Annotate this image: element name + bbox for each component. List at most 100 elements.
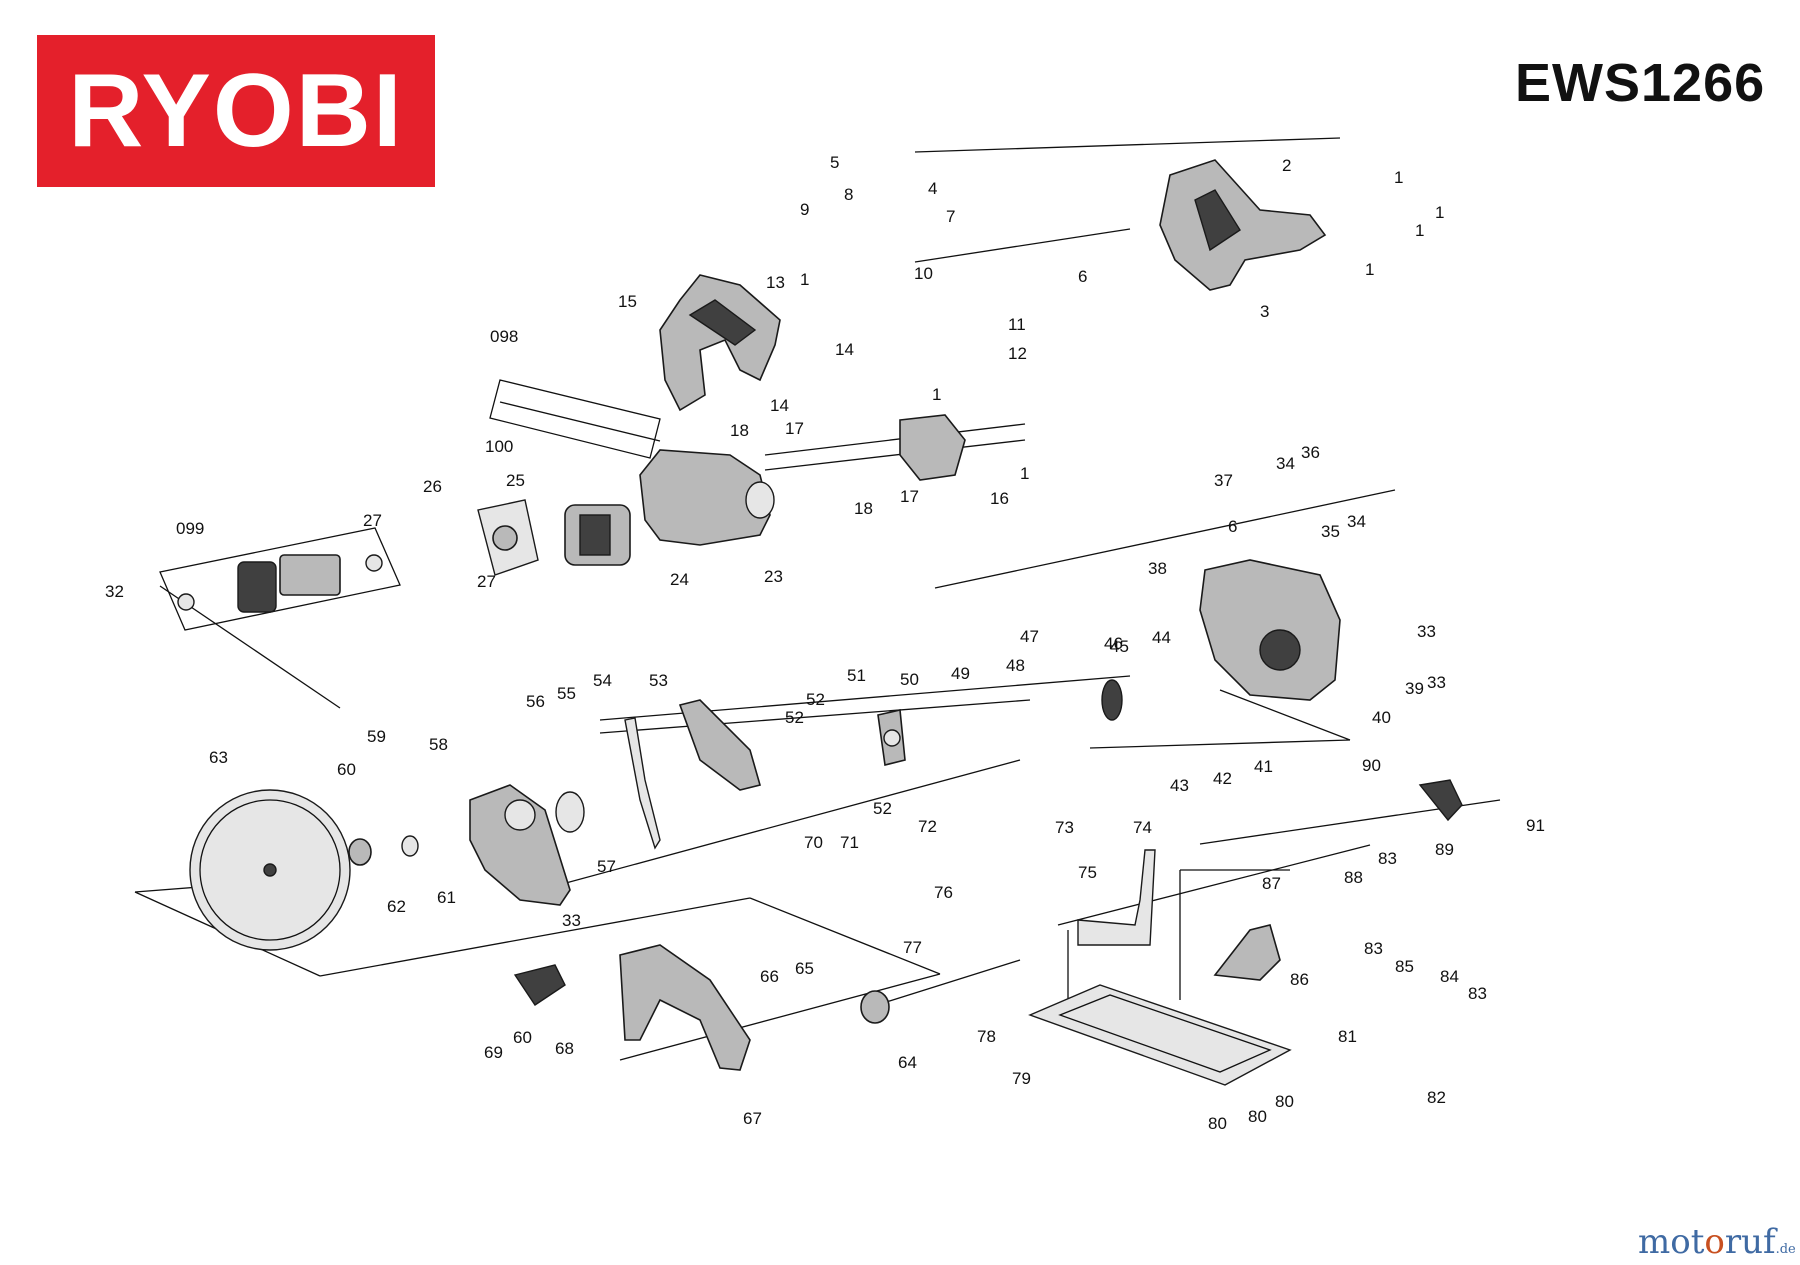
model-number: EWS1266 — [1515, 53, 1766, 113]
washers — [348, 791, 890, 1024]
part-number-label: 71 — [840, 833, 859, 852]
part-number-label: 60 — [513, 1028, 532, 1047]
stator-part — [564, 504, 631, 566]
part-number-label: 27 — [363, 511, 382, 530]
part-number-label: 62 — [387, 897, 406, 916]
part-number-label: 80 — [1208, 1114, 1227, 1133]
part-number-label: 14 — [835, 340, 854, 359]
part-number-label: 18 — [730, 421, 749, 440]
part-number-label: 50 — [900, 670, 919, 689]
part-number-label: 40 — [1372, 708, 1391, 727]
part-number-label: 49 — [951, 664, 970, 683]
part-number-label: 36 — [1301, 443, 1320, 462]
part-number-label: 69 — [484, 1043, 503, 1062]
part-number-label: 55 — [557, 684, 576, 703]
part-number-label: 1 — [1020, 464, 1029, 483]
part-number-label: 4 — [928, 179, 937, 198]
part-number-label: 098 — [490, 327, 518, 346]
part-number-label: 74 — [1133, 818, 1152, 837]
part-number-label: 17 — [900, 487, 919, 506]
bearing-plate-part — [477, 499, 539, 576]
part-number-label: 85 — [1395, 957, 1414, 976]
part-number-label: 63 — [209, 748, 228, 767]
part-number-label: 58 — [429, 735, 448, 754]
part-number-label: 46 — [1104, 634, 1123, 653]
part-number-label: 43 — [1170, 776, 1189, 795]
part-number-label: 91 — [1526, 816, 1545, 835]
rear-housing-part — [1159, 159, 1327, 291]
part-number-label: 9 — [800, 200, 809, 219]
part-number-label: 2 — [1282, 156, 1291, 175]
part-number-label: 87 — [1262, 874, 1281, 893]
part-number-label: 17 — [785, 419, 804, 438]
part-number-label: 13 — [766, 273, 785, 292]
brush-cover-part — [899, 414, 966, 481]
part-number-label: 38 — [1148, 559, 1167, 578]
part-number-label: 66 — [760, 967, 779, 986]
part-number-label: 41 — [1254, 757, 1273, 776]
part-number-label: 33 — [1417, 622, 1436, 641]
saw-blade-part — [189, 789, 351, 951]
part-number-label: 61 — [437, 888, 456, 907]
gear-housing-part — [1199, 559, 1341, 701]
part-number-label: 16 — [990, 489, 1009, 508]
part-number-label: 1 — [1365, 260, 1374, 279]
part-number-label: 39 — [1405, 679, 1424, 698]
part-number-label: 15 — [618, 292, 637, 311]
part-number-label: 26 — [423, 477, 442, 496]
part-number-label: 100 — [485, 437, 513, 456]
part-number-label: 18 — [854, 499, 873, 518]
part-number-label: 60 — [337, 760, 356, 779]
part-number-label: 82 — [1427, 1088, 1446, 1107]
part-number-label: 52 — [806, 690, 825, 709]
part-number-label: 6 — [1078, 267, 1087, 286]
part-number-label: 52 — [785, 708, 804, 727]
angle-bracket-part — [1077, 849, 1156, 946]
brand-name: RYOBI — [68, 53, 404, 169]
part-number-label: 64 — [898, 1053, 917, 1072]
part-number-label: 56 — [526, 692, 545, 711]
part-number-label: 83 — [1364, 939, 1383, 958]
part-number-label: 72 — [918, 817, 937, 836]
armature-part — [177, 554, 383, 613]
part-number-label: 1 — [800, 270, 809, 289]
part-number-label: 78 — [977, 1027, 996, 1046]
part-number-label: 65 — [795, 959, 814, 978]
part-number-label: 76 — [934, 883, 953, 902]
part-number-label: 11 — [1008, 315, 1026, 334]
part-number-label: 42 — [1213, 769, 1232, 788]
part-number-label: 53 — [649, 671, 668, 690]
part-number-label: 33 — [562, 911, 581, 930]
part-number-label: 10 — [914, 264, 933, 283]
part-number-label: 81 — [1338, 1027, 1357, 1046]
part-number-label: 51 — [847, 666, 866, 685]
part-number-label: 84 — [1440, 967, 1459, 986]
part-number-label: 1 — [1415, 221, 1424, 240]
part-number-label: 34 — [1347, 512, 1366, 531]
motor-housing-part — [639, 449, 775, 546]
part-number-label: 80 — [1275, 1092, 1294, 1111]
lever-part — [624, 717, 661, 850]
ryobi-logo: RYOBI — [37, 35, 435, 187]
part-number-label: 77 — [903, 938, 922, 957]
part-number-label: 6 — [1228, 517, 1237, 536]
upper-guard-part — [469, 784, 571, 906]
part-number-label: 68 — [555, 1039, 574, 1058]
part-number-label: 14 — [770, 396, 789, 415]
part-number-label: 35 — [1321, 522, 1340, 541]
flange-part — [877, 709, 906, 766]
part-number-label: 33 — [1427, 673, 1446, 692]
axis-lines — [134, 137, 1501, 1061]
part-number-label: 1 — [1435, 203, 1444, 222]
part-number-label: 3 — [1260, 302, 1269, 321]
handle-part — [659, 274, 781, 412]
part-number-label: 70 — [804, 833, 823, 852]
part-number-label: 47 — [1020, 627, 1039, 646]
bevel-scale-part — [1213, 924, 1281, 981]
part-number-label: 37 — [1214, 471, 1233, 490]
part-number-label: 45 — [1110, 637, 1129, 656]
part-number-label: 88 — [1344, 868, 1363, 887]
part-number-label: 86 — [1290, 970, 1309, 989]
part-number-label: 8 — [844, 185, 853, 204]
